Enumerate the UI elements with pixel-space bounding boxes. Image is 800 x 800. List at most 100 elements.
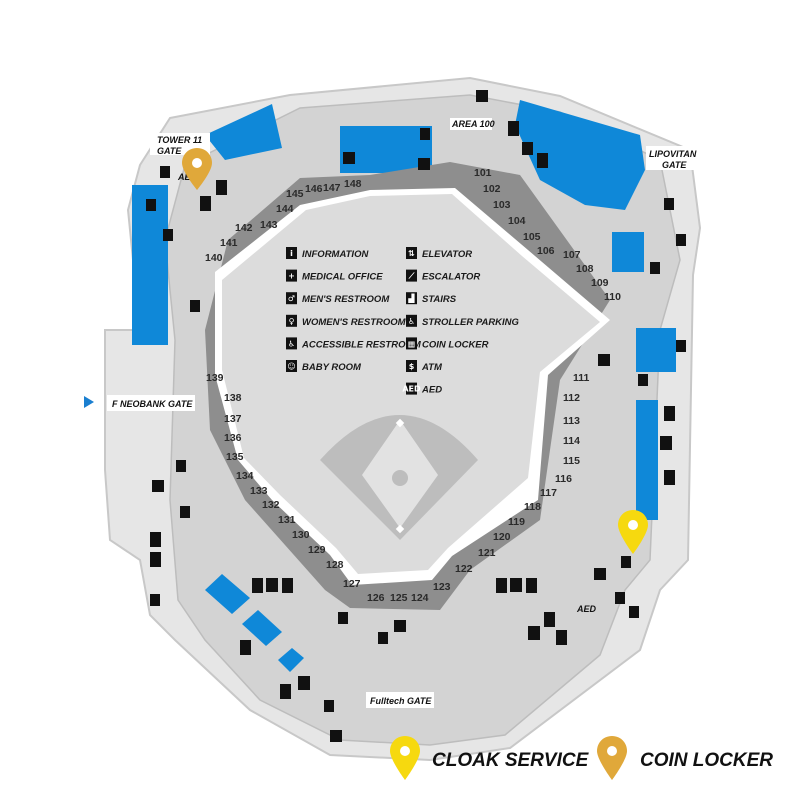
- cloak-service-pin-map[interactable]: [618, 510, 648, 554]
- cloak-service-pin-hole: [628, 520, 638, 530]
- section-label: 142: [235, 222, 253, 234]
- cloak-service-legend-hole: [400, 746, 410, 756]
- tower11-gate-label-line2: GATE: [157, 146, 182, 156]
- section-label: 135: [226, 451, 244, 463]
- womens-restroom-icon: [282, 578, 293, 593]
- section-label: 131: [278, 514, 296, 526]
- accessible-restroom-icon: [286, 337, 297, 350]
- information-icon: [160, 166, 170, 178]
- baby-room-icon: [324, 700, 334, 712]
- cloak-service-pin-icon[interactable]: [618, 510, 648, 554]
- womens-restroom-icon-glyph: ♀: [289, 317, 295, 326]
- pitchers-mound: [392, 470, 408, 486]
- womens-restroom-icon: [664, 470, 675, 485]
- section-label: 102: [483, 183, 501, 195]
- accessible-restroom-icon: [298, 676, 310, 690]
- stairs-icon: [152, 480, 164, 492]
- section-label: 122: [455, 563, 473, 575]
- mens-restroom-icon: [496, 578, 507, 593]
- stairs-icon: [598, 354, 610, 366]
- section-label: 144: [276, 203, 294, 215]
- womens-restroom-icon: [556, 630, 567, 645]
- lipovitan-gate-bg: [646, 146, 696, 170]
- mens-restroom-icon: [240, 640, 251, 655]
- mens-restroom-icon: [286, 292, 297, 305]
- section-label: 145: [286, 188, 304, 200]
- section-label: 132: [262, 499, 280, 511]
- lipovitan-gate-label-line2: GATE: [662, 160, 687, 170]
- coin-locker-pin-hole: [192, 158, 202, 168]
- legend-label: ACCESSIBLE RESTROOM: [301, 339, 422, 350]
- escalator-icon: [190, 300, 200, 312]
- aed-markers: AED AED: [177, 172, 597, 614]
- mens-restroom-icon: [252, 578, 263, 593]
- coin-locker-icon: [150, 594, 160, 606]
- neobank-gate-bg: [107, 395, 195, 411]
- mens-restroom-icon: [200, 196, 211, 211]
- neobank-gate-label: F NEOBANK GATE: [112, 399, 193, 409]
- legend-label: MEN'S RESTROOM: [302, 294, 390, 305]
- escalator-icon: [176, 460, 186, 472]
- section-label: 146: [305, 183, 323, 195]
- cloak-service-legend-icon: [390, 736, 420, 780]
- elevator-icon: [420, 128, 430, 140]
- legend-label: ATM: [421, 362, 443, 373]
- stairs-icon-glyph: ▟: [407, 293, 415, 303]
- womens-restroom-icon: [280, 684, 291, 699]
- section-label: 119: [508, 516, 525, 528]
- legend-label: BABY ROOM: [302, 362, 362, 373]
- legend-label: MEDICAL OFFICE: [302, 272, 383, 283]
- section-label: 115: [563, 455, 580, 467]
- blue-left-column: [132, 185, 168, 345]
- coin-locker-pin-map[interactable]: [182, 148, 212, 190]
- second-base: [395, 418, 405, 428]
- aed-label: AED: [576, 604, 597, 614]
- section-label: 116: [555, 473, 572, 485]
- section-label: 141: [220, 237, 238, 249]
- womens-restroom-icon: [537, 153, 548, 168]
- section-label: 134: [236, 470, 254, 482]
- section-label: 108: [576, 263, 594, 275]
- elevator-icon: [163, 229, 173, 241]
- blue-top-left: [205, 104, 282, 160]
- section-label: 147: [323, 182, 341, 194]
- gates: TOWER 11 GATE LIPOVITAN GATE F NEOBANK G…: [84, 118, 697, 708]
- accessible-restroom-icon: [266, 578, 278, 592]
- elevator-icon: [629, 606, 639, 618]
- stroller-parking-icon-glyph: ♿: [408, 317, 415, 326]
- coin-locker-pin-icon[interactable]: [182, 148, 212, 190]
- section-label: 138: [224, 392, 242, 404]
- accessible-restroom-icon: [522, 142, 533, 155]
- blue-bottom-left-1: [205, 574, 250, 614]
- womens-restroom-icon: [150, 552, 161, 567]
- coin-locker-icon-glyph: ▦: [408, 339, 416, 348]
- section-label: 101: [474, 167, 492, 179]
- mens-restroom-icon: [664, 406, 675, 421]
- section-label: 120: [493, 531, 511, 543]
- elevator-icon-glyph: ⇅: [408, 249, 415, 258]
- coin-locker-legend-icon: [597, 736, 627, 780]
- blue-bottom-left-2: [242, 610, 282, 646]
- atm-icon: [378, 632, 388, 644]
- legend-label: COIN LOCKER: [422, 339, 489, 350]
- legend-label: ESCALATOR: [422, 272, 480, 283]
- coin-locker-icon: [146, 199, 156, 211]
- section-label: 123: [433, 581, 451, 593]
- section-label: 125: [390, 592, 408, 604]
- tower11-gate-label-line1: TOWER 11: [157, 135, 202, 145]
- coin-locker-legend-hole: [607, 746, 617, 756]
- section-label: 148: [344, 178, 362, 190]
- escalator-icon: [406, 269, 417, 282]
- blue-bottom-left-3: [278, 648, 304, 672]
- section-label: 107: [563, 249, 581, 261]
- section-label: 112: [563, 392, 580, 404]
- legend-label: AED: [421, 385, 442, 396]
- information-icon: [621, 556, 631, 568]
- medical-office-icon-glyph: +: [288, 272, 295, 281]
- legend-label: INFORMATION: [302, 249, 369, 260]
- escalator-icon-glyph: ⟋: [408, 272, 415, 281]
- mens-restroom-icon: [508, 121, 519, 136]
- baby-room-icon-glyph: ☺: [287, 362, 295, 371]
- stroller-parking-icon: [406, 314, 417, 327]
